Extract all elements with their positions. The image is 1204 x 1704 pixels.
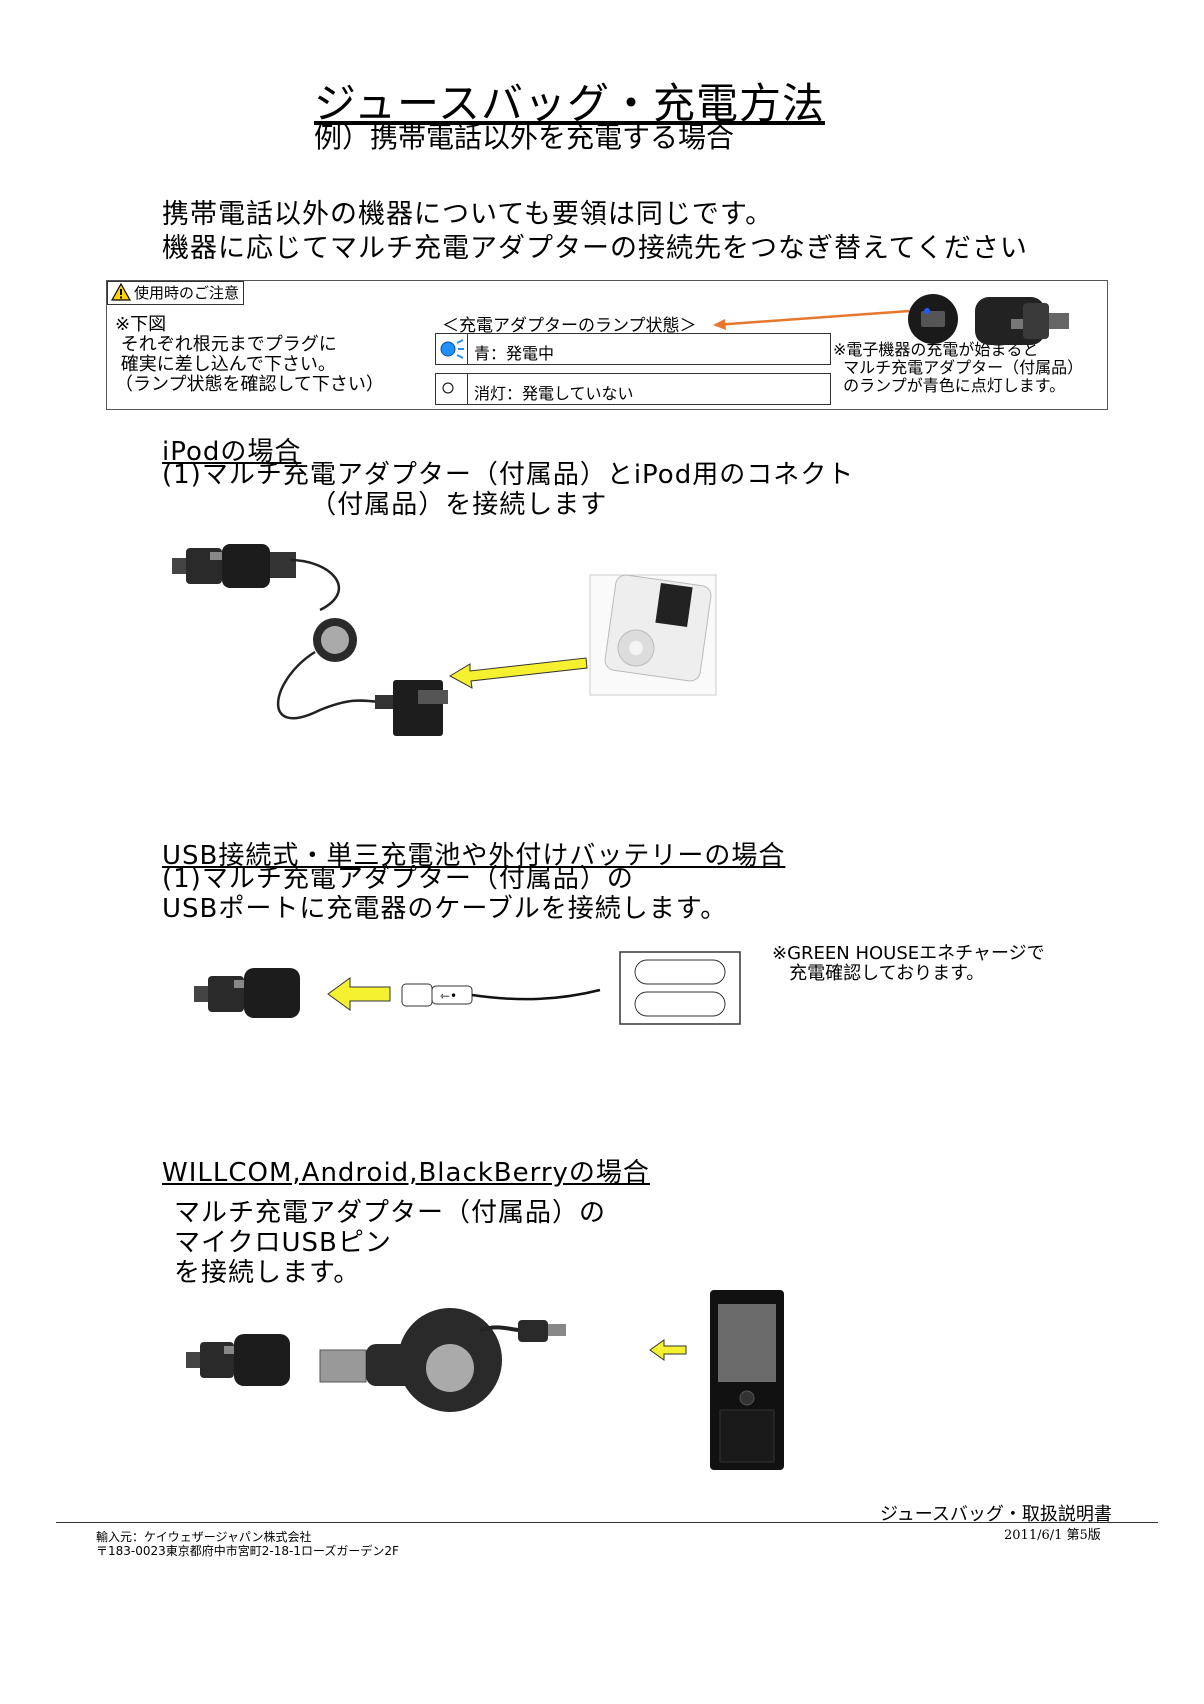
battery-charger-image bbox=[619, 951, 741, 1025]
ipod-heading: iPodの場合 bbox=[162, 437, 302, 467]
willcom-heading: WILLCOM,Android,BlackBerryの場合 bbox=[162, 1158, 650, 1188]
usb-note: ※GREEN HOUSEエネチャージで 充電確認しております。 bbox=[772, 943, 1045, 984]
lamp-row-blue: 青：発電中 bbox=[435, 333, 831, 365]
usb-diagram: ⇽• bbox=[194, 951, 741, 1025]
lamp-off-icon bbox=[436, 374, 468, 404]
willcom-diagram bbox=[186, 1290, 784, 1470]
intro-text: 携帯電話以外の機器についても要領は同じです。 機器に応じてマルチ充電アダプターの… bbox=[162, 198, 1028, 266]
page-subtitle: 例）携帯電話以外を充電する場合 bbox=[314, 121, 735, 154]
retractable-usb-cable-image bbox=[319, 1308, 566, 1412]
caution-right-note: ※電子機器の充電が始まると マルチ充電アダプター（付属品） のランプが青色に点灯… bbox=[833, 340, 1084, 395]
car-adapter-image bbox=[172, 544, 296, 588]
cord-reel-image bbox=[313, 618, 357, 662]
adapter-front-image bbox=[908, 294, 958, 344]
yellow-arrow-icon bbox=[649, 1339, 687, 1361]
car-adapter-image bbox=[186, 1334, 290, 1386]
footer-date: 2011/6/1 第5版 bbox=[1004, 1528, 1101, 1543]
footer-address: 輸入元：ケイウェザージャパン株式会社 〒183-0023東京都府中市宮町2-18… bbox=[96, 1530, 399, 1558]
willcom-body: マルチ充電アダプター（付属品）の マイクロUSBピン を接続します。 bbox=[174, 1198, 607, 1288]
yellow-arrow-icon bbox=[448, 657, 588, 689]
footer-divider bbox=[56, 1522, 1158, 1523]
yellow-arrow-icon bbox=[327, 977, 391, 1011]
orange-arrow-icon bbox=[713, 309, 910, 330]
lamp-off-text: 消灯：発電していない bbox=[474, 384, 634, 403]
ipod-device-image bbox=[589, 574, 717, 696]
lamp-heading: ＜充電アダプターのランプ状態＞ bbox=[442, 316, 697, 336]
lamp-row-off: 消灯：発電していない bbox=[435, 373, 831, 405]
caution-label-text: 使用時のご注意 bbox=[134, 284, 240, 302]
car-adapter-image bbox=[194, 968, 300, 1018]
lamp-blue-text: 青：発電中 bbox=[474, 344, 555, 363]
intro-line-1: 携帯電話以外の機器についても要領は同じです。 bbox=[162, 199, 774, 230]
ipod-body: (1)マルチ充電アダプター（付属品）とiPod用のコネクト （付属品）を接続しま… bbox=[162, 460, 855, 520]
lamp-blue-icon bbox=[436, 334, 468, 364]
usb-cable-image: ⇽• bbox=[401, 983, 601, 1007]
footer-title: ジュースバッグ・取扱説明書 bbox=[880, 1504, 1112, 1525]
caution-label: 使用時のご注意 bbox=[107, 281, 245, 305]
svg-text:⇽•: ⇽• bbox=[440, 989, 457, 1003]
caution-note: ※下図 それぞれ根元までプラグに 確実に差し込んで下さい。 （ランプ状態を確認し… bbox=[115, 314, 384, 395]
mobile-phone-image bbox=[710, 1290, 784, 1470]
caution-box: 使用時のご注意 ※下図 それぞれ根元までプラグに 確実に差し込んで下さい。 （ラ… bbox=[106, 280, 1108, 410]
intro-line-2: 機器に応じてマルチ充電アダプターの接続先をつなぎ替えてください bbox=[162, 233, 1028, 264]
page-title: ジュースバッグ・充電方法 bbox=[314, 79, 825, 128]
usb-body: (1)マルチ充電アダプター（付属品）の USBポートに充電器のケーブルを接続しま… bbox=[162, 864, 728, 924]
warning-icon bbox=[110, 282, 132, 301]
ipod-diagram bbox=[172, 544, 717, 736]
ipod-connector-image bbox=[375, 680, 448, 736]
adapter-side-image bbox=[975, 297, 1069, 345]
usb-heading: USB接続式・単三充電池や外付けバッテリーの場合 bbox=[162, 841, 786, 871]
